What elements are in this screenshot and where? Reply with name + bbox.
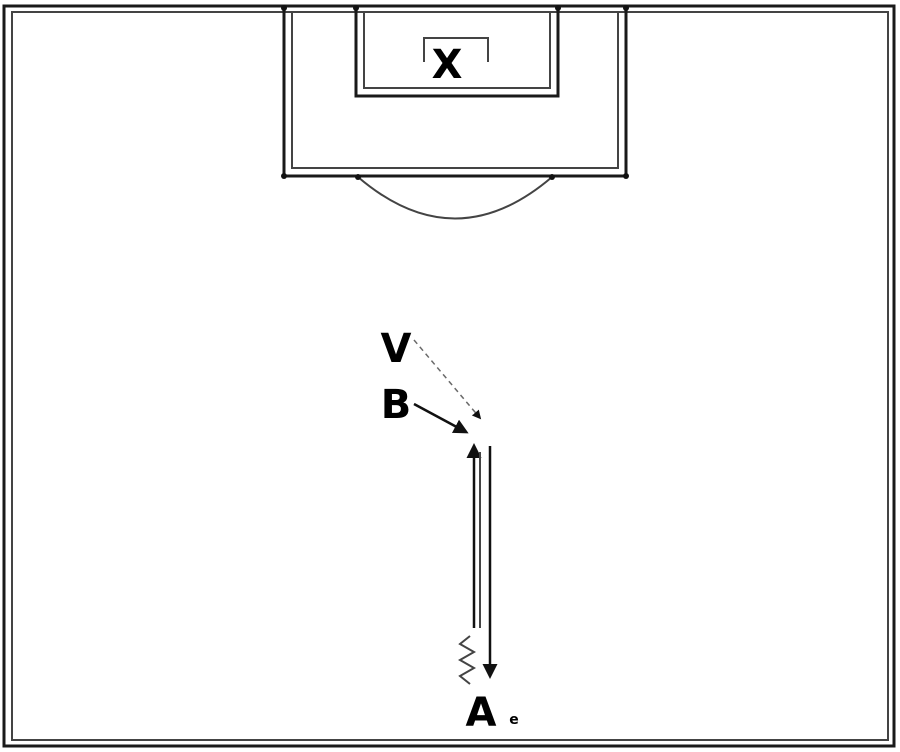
player-v-run-line (413, 339, 482, 420)
player-v-label: V (381, 326, 412, 372)
goal-area (353, 5, 561, 98)
player-b-label: B (381, 382, 412, 428)
penalty-area (281, 5, 629, 179)
player-b-pass-arrow (413, 402, 469, 434)
pitch-boundary (2, 4, 896, 748)
player-a-label: A (466, 690, 497, 736)
goalkeeper-marker (423, 37, 489, 62)
penalty-arc (357, 176, 553, 220)
dribble-zigzag (457, 635, 477, 685)
ball-label: e (509, 712, 519, 728)
goalkeeper-label: X (432, 42, 463, 88)
